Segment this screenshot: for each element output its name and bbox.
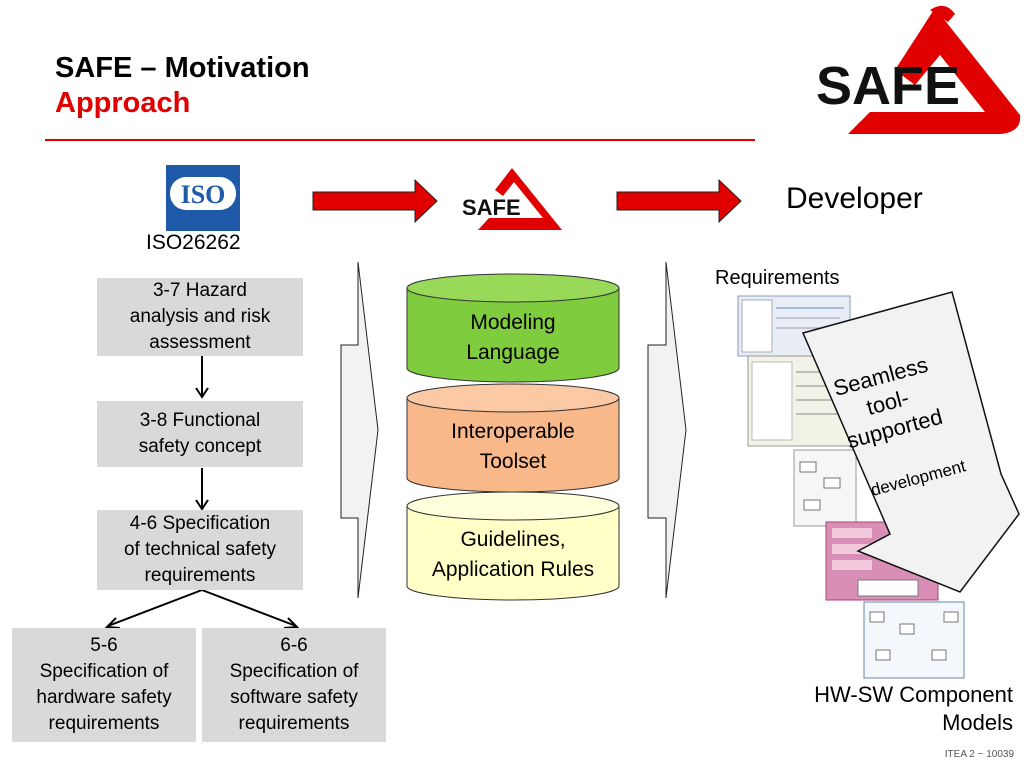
slide-title: SAFE – Motivation [55,52,310,84]
down-arrow [195,356,209,399]
iso-badge-text: ISO [181,180,226,209]
cylinder-text: Guidelines, [460,528,566,551]
process-step-text: 3-8 Functional [139,410,261,431]
slide-subtitle: Approach [55,87,191,119]
cylinder-label-guidelines: Guidelines, Application Rules [407,525,619,585]
sub-step-text: 5-6 [90,635,118,656]
process-step-functional-safety: 3-8 Functional safety concept [97,401,303,467]
safe-logo-large: SAFE [816,5,1021,134]
cylinder-text: Modeling [470,311,556,334]
sub-step-text: software safety [230,687,358,708]
safe-logo-small-text: SAFE [462,195,521,220]
sub-step-text: Specification of [229,661,359,682]
sub-step-text: 6-6 [280,635,308,656]
models-label-line2: Models [942,710,1013,735]
cylinder-text: Interoperable [451,420,575,443]
sub-step-text: Specification of [39,661,169,682]
cylinder-label-toolset: Interoperable Toolset [407,417,619,477]
models-label: HW-SW Component Models [760,681,1013,737]
sub-step-software-safety: 6-6 Specification of software safety req… [202,628,386,742]
process-step-text: safety concept [138,436,262,457]
cylinder-modeling-language [406,273,620,383]
safe-logo-small: SAFE [462,168,562,230]
requirements-label: Requirements [715,267,840,289]
seamless-callout-arrow: Seamless tool- supported development [801,291,1020,593]
process-step-text: assessment [149,332,251,353]
developer-label: Developer [786,182,923,215]
grey-chevron-arrow [340,261,379,599]
sub-step-text: requirements [48,713,160,734]
split-arrow [104,589,300,629]
title-divider [45,139,755,141]
cylinder-guidelines [406,491,620,601]
cylinder-interoperable-toolset [406,383,620,493]
models-label-line1: HW-SW Component [814,682,1013,707]
process-step-text: of technical safety [123,539,277,560]
footer-text: ITEA 2 ~ 10039 [944,749,1014,760]
process-step-text: analysis and risk [129,306,271,327]
process-step-text: 3-7 Hazard [152,280,247,301]
cylinder-text: Application Rules [431,558,595,581]
iso-label: ISO26262 [146,231,241,254]
process-step-technical-safety: 4-6 Specification of technical safety re… [97,510,303,590]
grey-chevron-arrow [647,261,687,599]
red-arrow-right [616,178,742,224]
down-arrow [195,468,209,511]
sub-step-hardware-safety: 5-6 Specification of hardware safety req… [12,628,196,742]
process-step-hazard-analysis: 3-7 Hazard analysis and risk assessment [97,278,303,356]
sub-step-text: requirements [238,713,350,734]
iso-logo: ISO [166,165,240,231]
sub-step-text: hardware safety [36,687,172,708]
cylinder-text: Toolset [479,450,547,473]
safe-logo-large-text: SAFE [816,56,960,116]
cylinder-text: Language [466,341,560,364]
process-step-text: 4-6 Specification [129,513,271,534]
process-step-text: requirements [144,565,256,586]
red-arrow-right [312,178,438,224]
cylinder-label-modeling: Modeling Language [407,308,619,368]
